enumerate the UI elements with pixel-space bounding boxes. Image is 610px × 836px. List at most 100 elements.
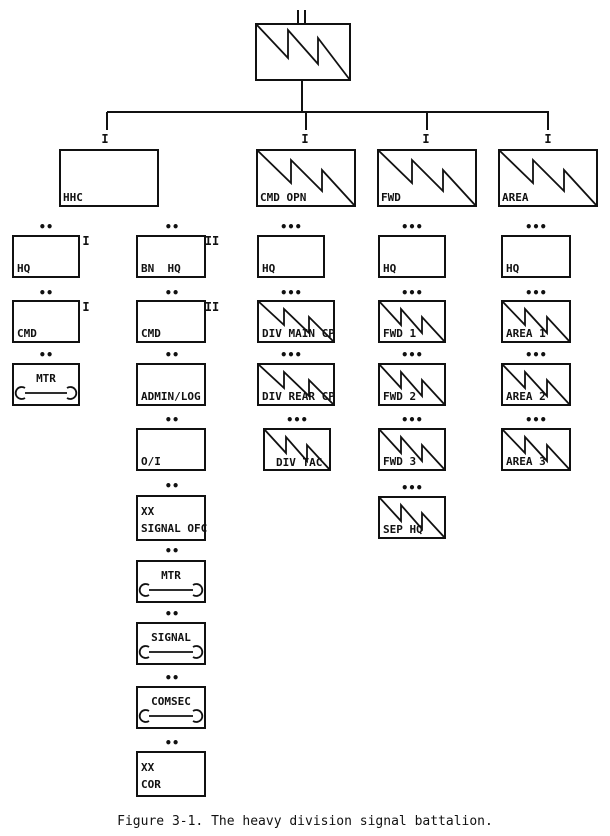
- echelon-platoon-mark: •••: [280, 286, 302, 300]
- echelon-section-mark: ••: [165, 479, 179, 493]
- battalion-box: [255, 23, 351, 81]
- fwd-3-label: FWD 3: [383, 455, 416, 468]
- signal-ofc-box: [136, 495, 206, 541]
- div-main-cp-unit: ••• DIV MAIN CP: [257, 286, 335, 343]
- div-tac-label: DIV TAC: [276, 456, 322, 469]
- company-fwd: I FWD: [377, 132, 477, 207]
- echelon-platoon-mark: •••: [525, 286, 547, 300]
- div-rear-cp-label: DIV REAR CP: [262, 390, 335, 403]
- battalion-symbol: [255, 10, 351, 81]
- hhc-cmd-label: CMD: [17, 327, 37, 340]
- echelon-section-mark: ••: [165, 348, 179, 362]
- bn-cmd-unit: •• CMD II: [136, 286, 219, 343]
- echelon-company-mark: I: [422, 132, 429, 146]
- signal-ofc-label-1: XX: [141, 505, 155, 518]
- echelon-platoon-mark: •••: [401, 481, 423, 495]
- company-cmd-opn: I CMD OPN: [256, 132, 356, 207]
- echelon-platoon-mark: •••: [401, 286, 423, 300]
- echelon-section-mark: ••: [39, 286, 53, 300]
- cmd-opn-hq-unit: ••• HQ: [257, 220, 325, 278]
- cor-unit: •• XX COR: [136, 736, 206, 797]
- bn-hq-unit: •• BN HQ II: [136, 220, 219, 278]
- area-hq-unit: ••• HQ: [501, 220, 571, 278]
- connector-lines: [106, 80, 549, 130]
- fwd-hq-unit: ••• HQ: [378, 220, 446, 278]
- div-main-cp-label: DIV MAIN CP: [262, 327, 335, 340]
- mtr2-unit: •• MTR: [136, 544, 206, 603]
- oi-label: O/I: [141, 455, 161, 468]
- area-hq-label: HQ: [506, 262, 520, 275]
- echelon-section-mark: ••: [165, 736, 179, 750]
- area-3-label: AREA 3: [506, 455, 546, 468]
- fwd-3-unit: ••• FWD 3: [378, 413, 446, 471]
- area-box: [498, 149, 598, 207]
- wrench-icon: [138, 583, 204, 597]
- hhc-hq-unit: •• HQ I: [12, 220, 90, 278]
- fwd-hq-box: [378, 235, 446, 278]
- echelon-platoon-mark: •••: [401, 220, 423, 234]
- signal-label: SIGNAL: [151, 631, 191, 644]
- comsec-label: COMSEC: [151, 695, 191, 708]
- fwd-2-unit: ••• FWD 2: [378, 348, 446, 406]
- echelon-platoon-mark: •••: [525, 348, 547, 362]
- echelon-section-mark: ••: [165, 671, 179, 685]
- oi-unit: •• O/I: [136, 413, 206, 471]
- hhc-cmd-box: [12, 300, 80, 343]
- cor-label-1: XX: [141, 761, 155, 774]
- sep-hq-label: SEP HQ: [383, 523, 423, 536]
- signal-lightning-icon: [377, 149, 477, 207]
- echelon-section-mark: ••: [165, 607, 179, 621]
- echelon-section-mark: ••: [39, 348, 53, 362]
- echelon-platoon-mark: •••: [525, 220, 547, 234]
- area-2-unit: ••• AREA 2: [501, 348, 571, 406]
- cmd-opn-hq-box: [257, 235, 325, 278]
- signal-lightning-icon: [257, 300, 335, 343]
- signal-lightning-icon: [256, 149, 356, 207]
- fwd-label: FWD: [381, 191, 401, 204]
- wrench-icon: [14, 386, 78, 400]
- hhc-mtr-label: MTR: [36, 372, 56, 385]
- echelon-section-mark: ••: [165, 544, 179, 558]
- fwd-2-label: FWD 2: [383, 390, 416, 403]
- admin-log-label: ADMIN/LOG: [141, 390, 201, 403]
- echelon-platoon-mark: •••: [401, 348, 423, 362]
- admin-log-box: [136, 363, 206, 406]
- area-1-unit: ••• AREA 1: [501, 286, 571, 343]
- cor-box: [136, 751, 206, 797]
- bn-cmd-label: CMD: [141, 327, 161, 340]
- comsec-unit: •• COMSEC: [136, 671, 206, 729]
- echelon-platoon-mark: •••: [280, 220, 302, 234]
- hhc-box: [59, 149, 159, 207]
- signal-lightning-icon: [257, 363, 335, 406]
- div-tac-unit: ••• DIV TAC: [263, 413, 331, 471]
- area-label: AREA: [502, 191, 529, 204]
- hhc-cmd-unit: •• CMD I: [12, 286, 90, 343]
- signal-lightning-icon: [378, 300, 446, 343]
- area-hq-box: [501, 235, 571, 278]
- signal-lightning-icon: [501, 363, 571, 406]
- echelon-company-mark: I: [301, 132, 308, 146]
- oi-box: [136, 428, 206, 471]
- cmd-opn-label: CMD OPN: [260, 191, 306, 204]
- echelon-platoon-mark: •••: [525, 413, 547, 427]
- echelon-company-mark: I: [544, 132, 551, 146]
- echelon-platoon-mark: •••: [401, 413, 423, 427]
- hhc-mtr-unit: •• MTR: [12, 348, 80, 406]
- signal-lightning-icon: [501, 428, 571, 471]
- echelon-battalion-mark: II: [205, 300, 219, 314]
- echelon-section-mark: ••: [165, 286, 179, 300]
- signal-ofc-unit: •• XX SIGNAL OFC: [136, 479, 207, 541]
- area-2-label: AREA 2: [506, 390, 546, 403]
- company-hhc: I HHC: [59, 132, 159, 207]
- area-3-unit: ••• AREA 3: [501, 413, 571, 471]
- signal-unit: •• SIGNAL: [136, 607, 206, 665]
- figure-caption: Figure 3-1. The heavy division signal ba…: [117, 814, 493, 829]
- bn-cmd-box: [136, 300, 206, 343]
- signal-lightning-icon: [378, 496, 446, 539]
- echelon-company-mark: I: [82, 234, 89, 248]
- echelon-company-mark: I: [101, 132, 108, 146]
- mtr2-label: MTR: [161, 569, 181, 582]
- signal-lightning-icon: [498, 149, 598, 207]
- fwd-1-label: FWD 1: [383, 327, 416, 340]
